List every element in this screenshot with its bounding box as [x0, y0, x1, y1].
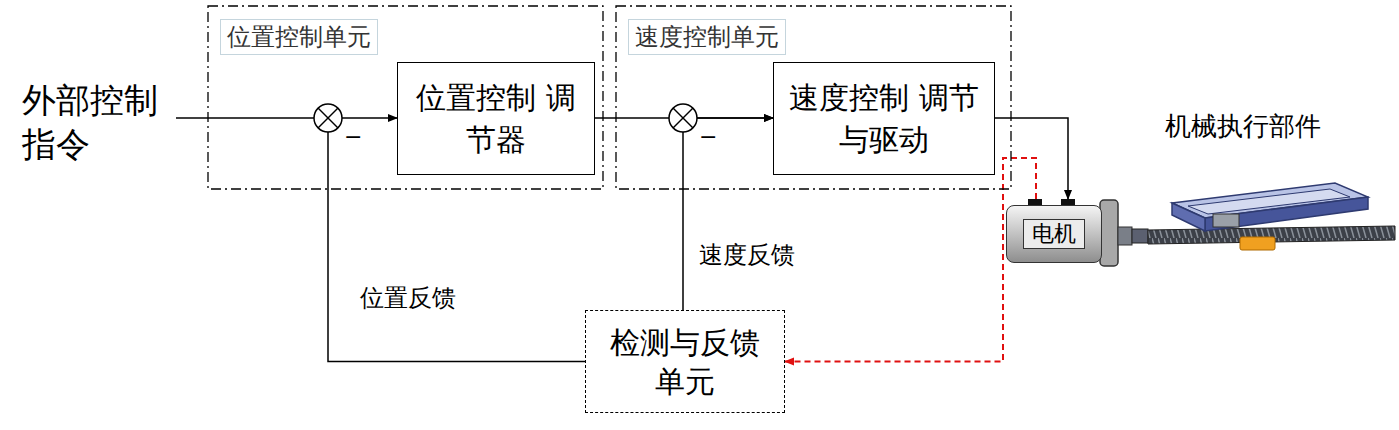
- control-unit: 位置控制单元位置控制 调节器: [207, 5, 604, 190]
- node-text: 位置控制 调节器: [408, 77, 584, 161]
- unit-title: 位置控制单元: [220, 19, 378, 55]
- flow-connector: [683, 118, 773, 310]
- summing-junction: [314, 104, 342, 132]
- node-text: 速度控制 调节与驱动: [784, 77, 984, 161]
- slide-side: [1172, 203, 1205, 231]
- input-label: 外部控制 指令: [22, 78, 172, 166]
- motor-body: 电机: [1006, 205, 1102, 263]
- command-wire: [176, 117, 314, 119]
- edge-label: 位置反馈: [358, 283, 458, 313]
- slide-carriage: [1213, 214, 1239, 227]
- motor-flange: [1100, 200, 1118, 266]
- edge-label: 速度反馈: [697, 240, 797, 270]
- control-unit: 速度控制单元速度控制 调节与驱动: [615, 5, 1012, 190]
- feedback-box: 检测与反馈 单元: [585, 310, 785, 413]
- node-text: 检测与反馈 单元: [594, 323, 776, 401]
- sign-label: −: [699, 124, 719, 150]
- unit-title: 速度控制单元: [628, 19, 786, 55]
- slide-front: [1205, 197, 1368, 231]
- motor-coupling: [1132, 229, 1148, 243]
- regulator-box: 速度控制 调节与驱动: [773, 62, 995, 175]
- summing-junction: [669, 104, 697, 132]
- part-label: 机械执行部件: [1165, 110, 1375, 144]
- motor-coupling: [1118, 227, 1132, 245]
- node-text: 电机: [1023, 219, 1085, 249]
- screw-nut: [1240, 237, 1275, 250]
- sign-label: −: [344, 124, 364, 150]
- regulator-box: 位置控制 调节器: [397, 62, 595, 175]
